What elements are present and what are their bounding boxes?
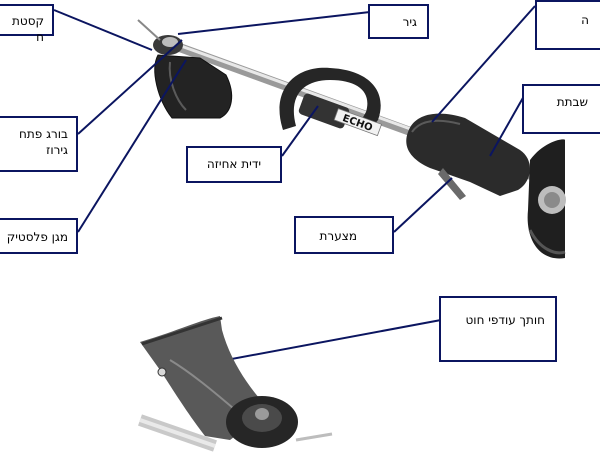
label-plastic-guard: מגן פלסטיק	[0, 218, 78, 254]
plastic-guard	[154, 54, 233, 119]
engine-housing	[527, 139, 566, 259]
label-grease-bolt: בורג פתח גירוז	[0, 116, 78, 172]
label-text: שבתת	[556, 95, 588, 109]
label-right-mid: שבתת	[522, 84, 600, 134]
label-throttle: מצערת	[294, 216, 394, 254]
loop-handle	[279, 67, 381, 132]
label-text: מצערת	[319, 229, 357, 243]
label-line-cutter: חותך עודפי חוט	[439, 296, 557, 362]
label-text-line-1: בורג פתח	[19, 127, 68, 141]
throttle-trigger	[438, 168, 466, 200]
rear-grip	[406, 113, 530, 196]
shaft-logo: ECHO	[333, 108, 383, 137]
line-cutter	[157, 367, 167, 377]
label-top-right: ה	[535, 0, 600, 50]
label-line-cassette: קסטת ח	[0, 4, 54, 44]
label-text: מגן פלסטיק	[6, 230, 68, 244]
label-text-line-2: גירוז	[46, 143, 68, 158]
label-text: ה	[581, 13, 589, 27]
label-grip-handle: ידית אחיזה	[186, 146, 282, 183]
label-text: ידית אחיזה	[206, 157, 262, 171]
gear-head	[137, 19, 183, 55]
label-gear: גיר	[368, 4, 429, 39]
label-text: קסטת ח	[12, 14, 44, 45]
guard-detail	[138, 316, 333, 452]
trimmer-line	[295, 432, 333, 442]
trimmer-assembly: ECHO	[137, 19, 566, 259]
label-text: גיר	[402, 15, 417, 29]
label-text: חותך עודפי חוט	[465, 313, 545, 327]
